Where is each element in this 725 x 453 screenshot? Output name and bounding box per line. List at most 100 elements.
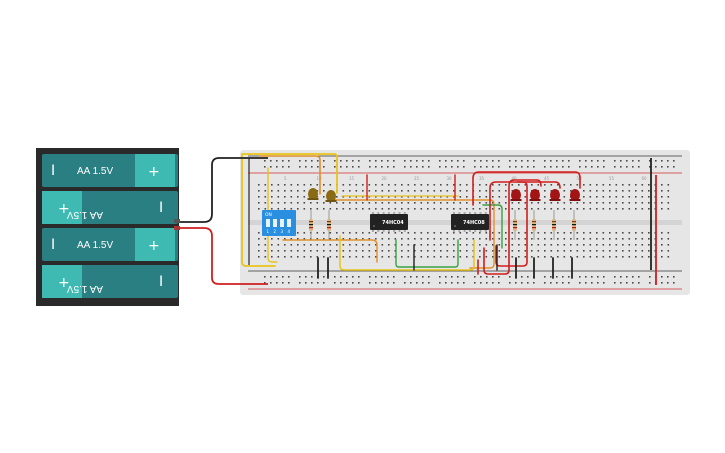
breadboard-hole[interactable] [544, 244, 546, 246]
breadboard-hole[interactable] [264, 276, 266, 278]
breadboard-hole[interactable] [655, 166, 657, 168]
breadboard-hole[interactable] [264, 166, 266, 168]
breadboard-hole[interactable] [368, 190, 371, 192]
breadboard-hole[interactable] [387, 282, 389, 284]
breadboard-hole[interactable] [524, 256, 527, 258]
breadboard-hole[interactable] [505, 202, 507, 204]
breadboard-hole[interactable] [459, 256, 462, 258]
breadboard-hole[interactable] [474, 160, 476, 162]
breadboard-hole[interactable] [393, 160, 395, 162]
breadboard-hole[interactable] [521, 276, 523, 278]
breadboard-hole[interactable] [258, 196, 260, 198]
breadboard-hole[interactable] [446, 250, 449, 252]
breadboard-hole[interactable] [479, 196, 481, 198]
breadboard-hole[interactable] [433, 196, 436, 198]
breadboard-hole[interactable] [615, 250, 618, 252]
breadboard-hole[interactable] [486, 282, 488, 284]
breadboard-hole[interactable] [480, 282, 482, 284]
breadboard-hole[interactable] [661, 276, 663, 278]
breadboard-hole[interactable] [323, 232, 325, 234]
breadboard-hole[interactable] [271, 256, 273, 258]
breadboard-hole[interactable] [615, 184, 618, 186]
breadboard-hole[interactable] [614, 166, 616, 168]
breadboard-hole[interactable] [511, 202, 514, 204]
breadboard-hole[interactable] [433, 208, 436, 210]
breadboard-hole[interactable] [277, 202, 280, 204]
breadboard-hole[interactable] [459, 238, 462, 240]
breadboard-hole[interactable] [628, 256, 631, 258]
breadboard-hole[interactable] [342, 196, 345, 198]
breadboard-hole[interactable] [459, 184, 462, 186]
breadboard-hole[interactable] [511, 250, 514, 252]
breadboard-hole[interactable] [544, 196, 546, 198]
breadboard-hole[interactable] [614, 282, 616, 284]
breadboard-hole[interactable] [290, 184, 293, 186]
breadboard-hole[interactable] [381, 238, 384, 240]
breadboard-hole[interactable] [310, 184, 312, 186]
breadboard-hole[interactable] [614, 276, 616, 278]
breadboard-hole[interactable] [518, 238, 520, 240]
breadboard-hole[interactable] [568, 276, 570, 278]
breadboard-hole[interactable] [459, 232, 462, 234]
breadboard-hole[interactable] [440, 256, 442, 258]
breadboard-hole[interactable] [297, 190, 299, 192]
dip-toggle-2[interactable] [273, 219, 277, 227]
breadboard-hole[interactable] [466, 244, 468, 246]
breadboard-hole[interactable] [518, 244, 520, 246]
breadboard-hole[interactable] [329, 256, 332, 258]
breadboard-hole[interactable] [667, 208, 670, 210]
breadboard-hole[interactable] [557, 238, 559, 240]
breadboard-hole[interactable] [368, 196, 371, 198]
breadboard-hole[interactable] [492, 232, 494, 234]
breadboard-hole[interactable] [303, 202, 306, 204]
breadboard-hole[interactable] [641, 250, 644, 252]
breadboard-hole[interactable] [498, 184, 501, 186]
breadboard-hole[interactable] [485, 244, 488, 246]
breadboard-hole[interactable] [614, 160, 616, 162]
breadboard-hole[interactable] [323, 238, 325, 240]
breadboard-hole[interactable] [667, 276, 669, 278]
breadboard-hole[interactable] [583, 256, 585, 258]
breadboard-hole[interactable] [277, 190, 280, 192]
breadboard-hole[interactable] [394, 184, 397, 186]
breadboard-hole[interactable] [544, 190, 546, 192]
breadboard-hole[interactable] [290, 202, 293, 204]
breadboard-hole[interactable] [422, 160, 424, 162]
breadboard-hole[interactable] [531, 244, 533, 246]
breadboard-hole[interactable] [479, 256, 481, 258]
breadboard-hole[interactable] [290, 244, 293, 246]
breadboard-hole[interactable] [457, 160, 459, 162]
breadboard-hole[interactable] [609, 202, 611, 204]
breadboard-hole[interactable] [527, 160, 529, 162]
breadboard-hole[interactable] [622, 238, 624, 240]
breadboard-hole[interactable] [316, 184, 319, 186]
breadboard-hole[interactable] [362, 184, 364, 186]
breadboard-hole[interactable] [362, 190, 364, 192]
breadboard-hole[interactable] [284, 208, 286, 210]
breadboard-hole[interactable] [451, 160, 453, 162]
breadboard-hole[interactable] [479, 208, 481, 210]
breadboard-hole[interactable] [602, 238, 605, 240]
breadboard-hole[interactable] [258, 202, 260, 204]
breadboard-hole[interactable] [485, 202, 488, 204]
breadboard-hole[interactable] [649, 276, 651, 278]
breadboard-hole[interactable] [270, 282, 272, 284]
breadboard-hole[interactable] [518, 202, 520, 204]
breadboard-hole[interactable] [258, 208, 260, 210]
breadboard-hole[interactable] [635, 256, 637, 258]
breadboard-hole[interactable] [563, 208, 566, 210]
breadboard-hole[interactable] [649, 160, 651, 162]
breadboard-hole[interactable] [498, 276, 500, 278]
breadboard-hole[interactable] [673, 276, 675, 278]
breadboard-hole[interactable] [463, 166, 465, 168]
breadboard-hole[interactable] [387, 160, 389, 162]
breadboard-hole[interactable] [349, 208, 351, 210]
breadboard-hole[interactable] [440, 196, 442, 198]
breadboard-hole[interactable] [505, 196, 507, 198]
breadboard-hole[interactable] [641, 256, 644, 258]
resistor-3[interactable] [513, 210, 517, 240]
breadboard-hole[interactable] [264, 282, 266, 284]
breadboard-hole[interactable] [474, 282, 476, 284]
breadboard-hole[interactable] [427, 238, 429, 240]
breadboard-hole[interactable] [562, 276, 564, 278]
